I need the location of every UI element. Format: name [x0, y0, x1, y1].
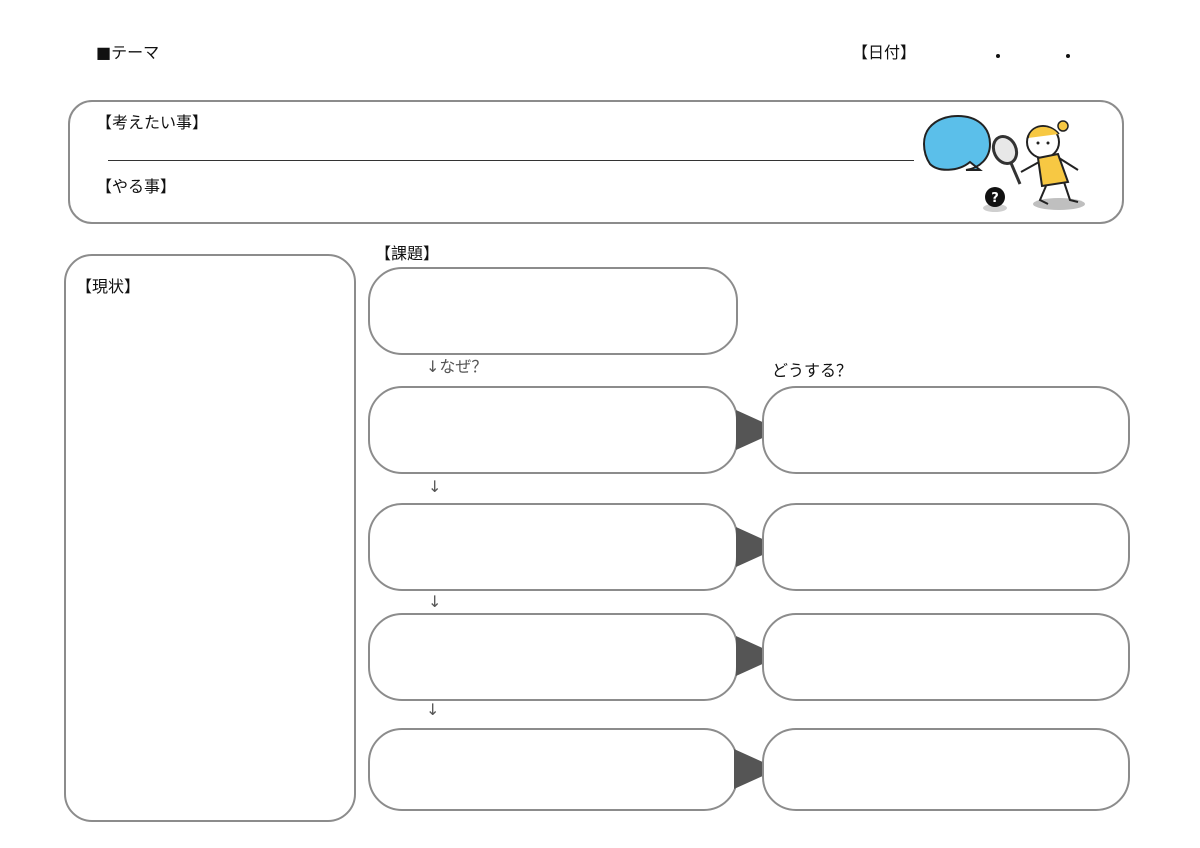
date-separator-2 [1066, 54, 1070, 58]
person-magnifier-icon: ? [922, 114, 1085, 212]
how-box-4[interactable] [762, 728, 1130, 811]
down-arrow-icon: ↓ [428, 477, 442, 496]
current-state-box[interactable] [64, 254, 356, 822]
date-label: 【日付】 [852, 43, 917, 62]
why-box-4[interactable] [368, 728, 738, 811]
to-do-label: 【やる事】 [96, 177, 177, 196]
why-box-3[interactable] [368, 613, 738, 701]
why-box-1[interactable] [368, 386, 738, 474]
how-box-3[interactable] [762, 613, 1130, 701]
how-label: どうする？ [772, 361, 853, 380]
how-box-2[interactable] [762, 503, 1130, 591]
why-box-2[interactable] [368, 503, 738, 591]
down-arrow-icon: ↓ [428, 592, 442, 611]
down-arrow-icon: ↓ [426, 700, 440, 719]
issue-box[interactable] [368, 267, 738, 355]
date-separator-1 [996, 54, 1000, 58]
issue-label: 【課題】 [375, 244, 440, 263]
why-label: ↓なぜ？ [426, 357, 488, 376]
divider-line [108, 160, 914, 161]
want-to-think-label: 【考えたい事】 [96, 113, 209, 132]
question-badge-text: ? [991, 191, 999, 206]
current-state-label: 【現状】 [76, 277, 141, 296]
theme-label: ■テーマ [96, 43, 160, 62]
how-box-1[interactable] [762, 386, 1130, 474]
